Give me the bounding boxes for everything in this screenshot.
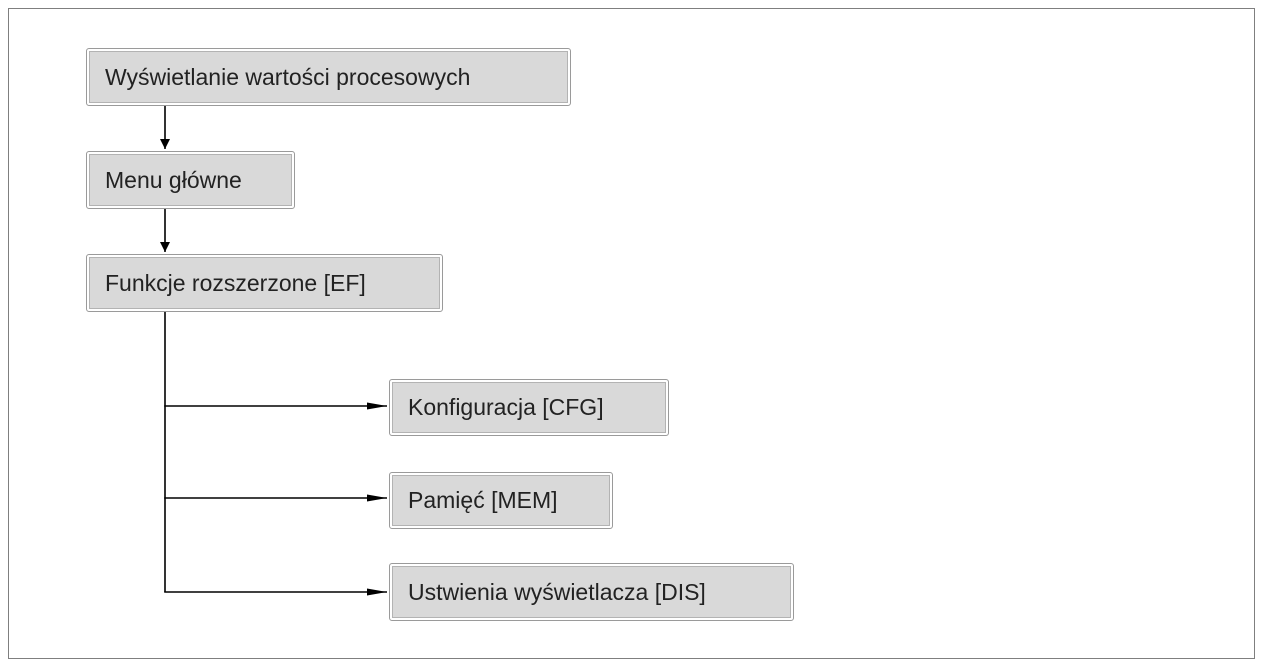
node-label: Pamięć [MEM]: [408, 487, 558, 513]
node-memory[interactable]: Pamięć [MEM]: [389, 472, 613, 529]
node-label: Konfiguracja [CFG]: [408, 394, 604, 420]
node-label: Funkcje rozszerzone [EF]: [105, 269, 366, 296]
node-main-menu[interactable]: Menu główne: [86, 151, 295, 209]
node-display-settings[interactable]: Ustwienia wyświetlacza [DIS]: [389, 563, 794, 621]
node-label: Wyświetlanie wartości procesowych: [105, 63, 471, 90]
node-label: Ustwienia wyświetlacza [DIS]: [408, 578, 706, 605]
node-extended-functions[interactable]: Funkcje rozszerzone [EF]: [86, 254, 443, 312]
diagram-frame: [8, 8, 1255, 659]
node-configuration[interactable]: Konfiguracja [CFG]: [389, 379, 669, 436]
node-process-values[interactable]: Wyświetlanie wartości procesowych: [86, 48, 571, 106]
node-label: Menu główne: [105, 166, 242, 193]
